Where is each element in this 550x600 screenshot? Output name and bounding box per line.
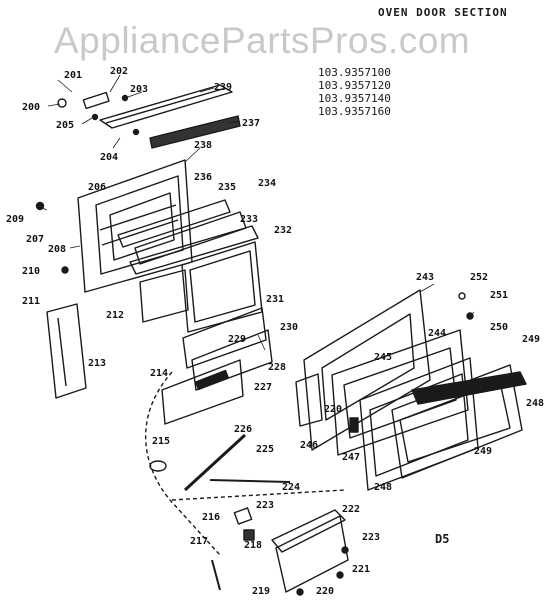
part-label: 239 <box>214 82 232 93</box>
outer-door-panel <box>303 289 431 451</box>
part-label: 202 <box>110 66 128 77</box>
part-label: 204 <box>100 152 118 163</box>
part-label: 249 <box>474 446 492 457</box>
watermark: AppliancePartsPros.com <box>54 20 471 61</box>
part-label: 250 <box>490 322 508 333</box>
section-title: OVEN DOOR SECTION <box>378 6 508 19</box>
handle-strip <box>411 371 527 405</box>
part-label: 205 <box>56 120 74 131</box>
part-label: 200 <box>22 102 40 113</box>
part-label: 231 <box>266 294 284 305</box>
part-label: 247 <box>342 452 360 463</box>
bottom-plate <box>271 509 346 553</box>
window-glass <box>191 329 273 391</box>
part-label: 217 <box>190 536 208 547</box>
part-label: 234 <box>258 178 276 189</box>
part-label: 227 <box>254 382 272 393</box>
part-label: 208 <box>48 244 66 255</box>
part-label: 221 <box>352 564 370 575</box>
part-label: 215 <box>152 436 170 447</box>
diagram-code: D5 <box>435 532 450 546</box>
window-frame <box>161 359 244 425</box>
part-label: 232 <box>274 225 292 236</box>
part-label: 222 <box>342 504 360 515</box>
part-label: 219 <box>252 586 270 597</box>
part-label: 225 <box>256 444 274 455</box>
part-label: 226 <box>234 424 252 435</box>
part-label: 223 <box>256 500 274 511</box>
model-number: 103.9357140 <box>318 92 391 105</box>
part-label: 203 <box>130 84 148 95</box>
part-label: 220 <box>316 586 334 597</box>
part-label: 249 <box>522 334 540 345</box>
glass-panel <box>117 199 231 248</box>
window-glass <box>182 307 267 369</box>
part-label: 223 <box>362 532 380 543</box>
part-label: 248 <box>374 482 392 493</box>
part-label: 207 <box>26 234 44 245</box>
part-label: 214 <box>150 368 168 379</box>
part-label: 243 <box>416 272 434 283</box>
part-label: 235 <box>218 182 236 193</box>
side-trim <box>46 303 87 399</box>
part-label: 236 <box>194 172 212 183</box>
part-label: 252 <box>470 272 488 283</box>
part-label: 211 <box>22 296 40 307</box>
insulation-panel <box>139 269 189 323</box>
part-label: 224 <box>282 482 300 493</box>
part-label: 229 <box>228 334 246 345</box>
part-label: 244 <box>428 328 446 339</box>
part-label: 216 <box>202 512 220 523</box>
part-label: 248 <box>526 398 544 409</box>
part-label: 233 <box>240 214 258 225</box>
part-label: 246 <box>300 440 318 451</box>
handle-bar <box>99 84 233 129</box>
part-label: 245 <box>374 352 392 363</box>
part-label: 209 <box>6 214 24 225</box>
part-label: 201 <box>64 70 82 81</box>
part-label: 238 <box>194 140 212 151</box>
model-number: 103.9357100 <box>318 66 391 79</box>
model-number-list: 103.9357100 103.9357120 103.9357140 103.… <box>318 66 391 118</box>
door-glass <box>359 357 479 491</box>
part-label: 230 <box>280 322 298 333</box>
glass-panel <box>129 225 259 275</box>
part-label: 228 <box>268 362 286 373</box>
part-label: 210 <box>22 266 40 277</box>
part-label: 212 <box>106 310 124 321</box>
model-number: 103.9357160 <box>318 105 391 118</box>
vent-grille <box>149 115 241 149</box>
part-label: 213 <box>88 358 106 369</box>
part-label: 220 <box>324 404 342 415</box>
part-label: 218 <box>244 540 262 551</box>
part-label: 206 <box>88 182 106 193</box>
door-liner <box>331 329 469 456</box>
model-number: 103.9357120 <box>318 79 391 92</box>
part-label: 237 <box>242 118 260 129</box>
part-label: 251 <box>490 290 508 301</box>
